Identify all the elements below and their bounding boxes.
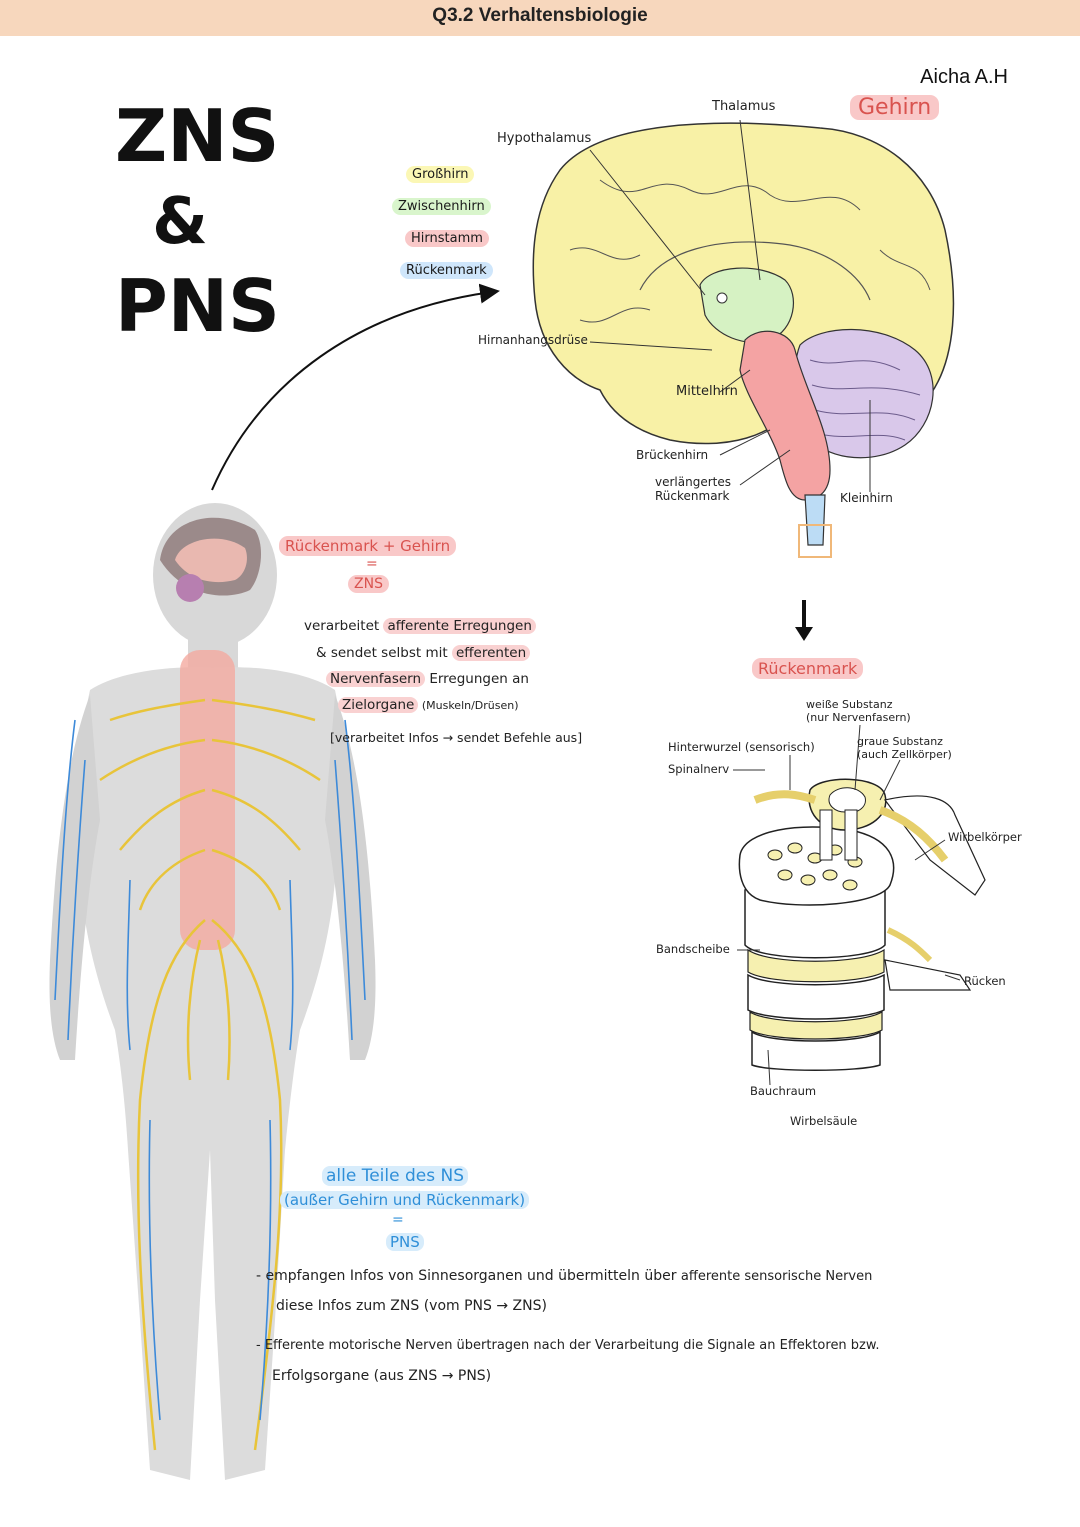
label-thalamus: Thalamus — [712, 99, 776, 114]
pns-bullet2-line2: Erfolgsorgane (aus ZNS → PNS) — [272, 1368, 492, 1384]
vertebra-body-2 — [747, 973, 885, 1020]
zns-desc-line2-text: & sendet selbst mit — [316, 645, 452, 661]
legend-rueckenmark: Rückenmark — [400, 262, 493, 279]
label-wirbelkoerper: Wirbelkörper — [948, 830, 1022, 844]
rueckenmark-stub-shape — [804, 494, 826, 546]
pns-line1: alle Teile des NS — [322, 1166, 469, 1186]
label-spinalnerv: Spinalnerv — [668, 762, 730, 776]
zns-equation: Rückenmark + Gehirn — [279, 536, 457, 556]
zns-desc-line2-highlight: efferenten — [451, 645, 531, 661]
header-bar — [0, 0, 1080, 36]
vertebra-body-3 — [751, 1030, 881, 1071]
zns-desc-line4-text: (Muskeln/Drüsen) — [418, 699, 519, 712]
label-verlaengertes-line1: verlängertes — [655, 475, 731, 489]
legend-hirnstamm: Hirnstamm — [405, 230, 489, 247]
zns-desc-line1-text: verarbeitet — [304, 618, 384, 634]
label-hirnanhangsdruese: Hirnanhangsdrüse — [478, 333, 588, 347]
spine-diagram — [733, 724, 986, 1086]
human-figure — [49, 503, 376, 1480]
disc-1 — [747, 948, 885, 983]
label-bandscheibe: Bandscheibe — [656, 942, 730, 956]
pns-bullet1-line1: - empfangen Infos von Sinnesorganen und … — [256, 1268, 872, 1284]
legend-zwischenhirn: Zwischenhirn — [392, 198, 491, 215]
label-hinterwurzel: Hinterwurzel (sensorisch) — [668, 740, 815, 754]
pns-bullet1-text: - empfangen Infos von Sinnesorganen und … — [256, 1268, 681, 1284]
pns-name: PNS — [386, 1233, 424, 1251]
zns-desc-line4-highlight: Zielorgane — [338, 697, 419, 713]
label-ruecken: Rücken — [964, 974, 1006, 988]
label-kleinhirn: Kleinhirn — [840, 491, 893, 505]
disc-2 — [749, 1010, 883, 1040]
pns-bullet1-line2: diese Infos zum ZNS (vom PNS → ZNS) — [276, 1298, 547, 1314]
label-wirbelsaeule: Wirbelsäule — [790, 1114, 858, 1128]
title-ampersand: & — [152, 185, 208, 259]
legend-grosshirn: Großhirn — [406, 166, 475, 183]
label-weisse-line2: (nur Nervenfasern) — [806, 711, 911, 724]
spinal-heading: Rückenmark — [752, 658, 864, 679]
label-verlaengertes-line2: Rückenmark — [655, 489, 730, 503]
zwischenhirn-shape — [699, 267, 794, 343]
arrow-body-to-brain — [211, 283, 500, 491]
label-hypothalamus: Hypothalamus — [497, 131, 592, 146]
zns-desc-line5: [verarbeitet Infos → sendet Befehle aus] — [330, 730, 583, 745]
zns-desc-line3-highlight: Nervenfasern — [326, 671, 426, 687]
zns-desc-line1: verarbeitet afferente Erregungen — [304, 618, 536, 634]
label-graue-line2: (auch Zellkörper) — [857, 748, 952, 761]
label-graue-line1: graue Substanz — [857, 735, 943, 748]
zns-desc-line3: Nervenfasern Erregungen an — [326, 671, 529, 687]
label-graue-substanz: graue Substanz (auch Zellkörper) — [857, 735, 952, 761]
label-weisse-substanz: weiße Substanz (nur Nervenfasern) — [806, 698, 911, 724]
label-bauchraum: Bauchraum — [750, 1084, 817, 1098]
label-weisse-line1: weiße Substanz — [806, 698, 893, 711]
brain-heading: Gehirn — [850, 95, 940, 120]
label-verlaengertes-rueckenmark: verlängertes Rückenmark — [655, 475, 731, 503]
zns-name: ZNS — [348, 575, 389, 593]
label-mittelhirn: Mittelhirn — [676, 384, 738, 399]
zns-desc-line1-highlight: afferente Erregungen — [383, 618, 536, 634]
zns-desc-line3-text: Erregungen an — [425, 671, 529, 687]
pns-bullet1-highlight: afferente sensorische Nerven — [680, 1269, 873, 1284]
zns-equals: = — [366, 556, 378, 572]
brain-diagram — [532, 119, 955, 558]
pns-line2: (außer Gehirn und Rückenmark) — [280, 1191, 530, 1209]
author-name: Aicha A.H — [920, 66, 1008, 88]
pns-equals: = — [392, 1212, 404, 1228]
zns-desc-line2: & sendet selbst mit efferenten — [316, 645, 531, 661]
label-brueckenhirn: Brückenhirn — [636, 448, 709, 462]
zns-desc-line4: Zielorgane (Muskeln/Drüsen) — [338, 697, 519, 713]
hirnstamm-shape — [739, 330, 831, 501]
page-title: Q3.2 Verhaltensbiologie — [432, 5, 648, 26]
pns-bullet2-line1: - Efferente motorische Nerven übertragen… — [256, 1338, 880, 1353]
